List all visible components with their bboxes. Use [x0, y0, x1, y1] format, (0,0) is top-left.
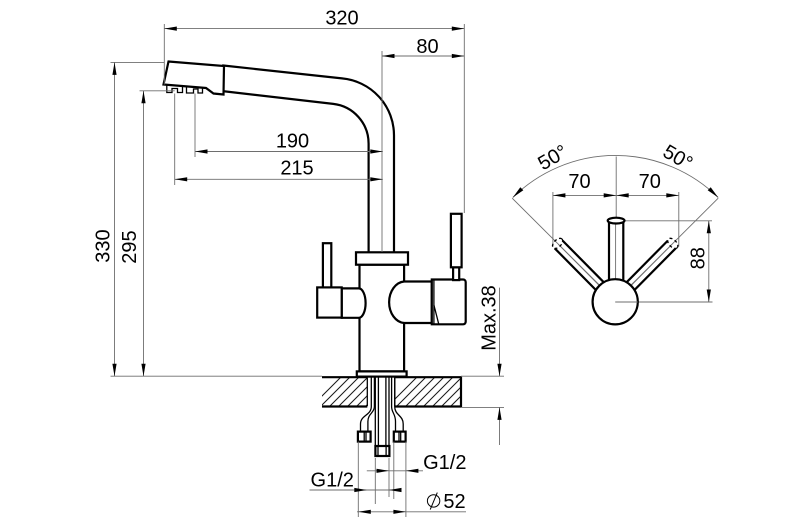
svg-text:70: 70 [639, 171, 661, 193]
svg-text:330: 330 [93, 229, 115, 262]
svg-text:215: 215 [280, 158, 313, 180]
svg-text:Max.38: Max.38 [479, 285, 501, 351]
svg-text:G1/2: G1/2 [311, 470, 354, 492]
svg-text:G1/2: G1/2 [423, 452, 466, 474]
svg-text:80: 80 [416, 36, 438, 58]
svg-text:320: 320 [325, 8, 358, 30]
svg-text:190: 190 [276, 131, 309, 153]
svg-text:295: 295 [119, 230, 141, 263]
svg-text:52: 52 [443, 491, 465, 513]
svg-text:88: 88 [688, 247, 710, 269]
svg-text:70: 70 [568, 171, 590, 193]
